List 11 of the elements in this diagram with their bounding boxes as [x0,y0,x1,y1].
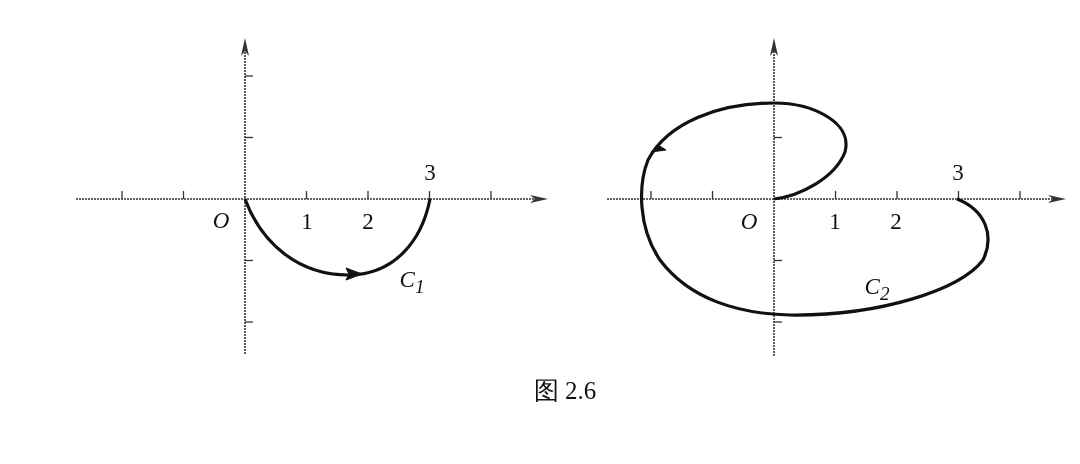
origin-label: O [740,209,758,233]
tick-label: 3 [424,160,436,184]
tick-label: 1 [829,209,841,233]
origin-label: O [212,208,230,232]
caption: 图 2.6 [533,377,597,403]
tick-label: 2 [362,209,374,233]
tick-label: 3 [952,160,964,184]
curve-label: C$_{2}$ [864,275,890,303]
curve-label: C$_{1}$ [399,268,425,296]
tick-label: 1 [301,209,313,233]
tick-label: 2 [890,209,902,233]
